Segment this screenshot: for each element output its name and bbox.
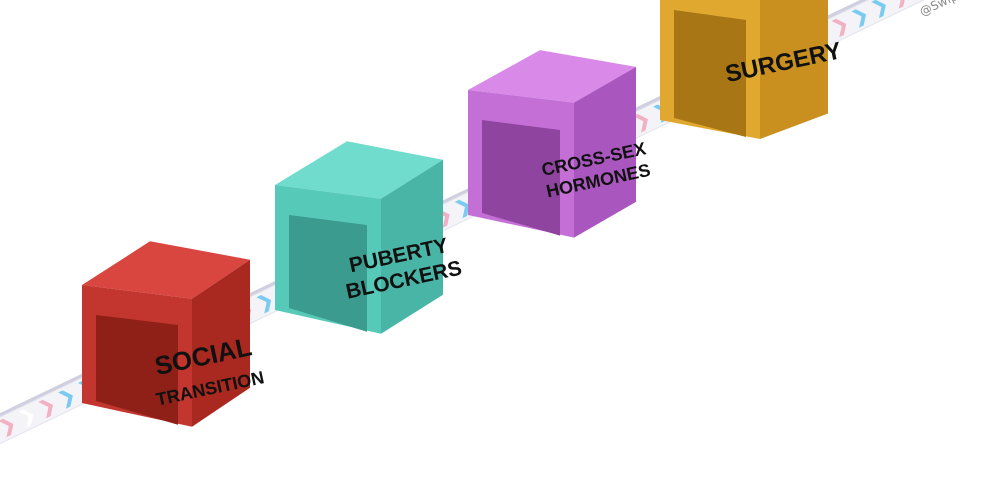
box-tunnel-opening	[289, 215, 367, 332]
belt-chevron	[454, 199, 470, 219]
belt-chevron	[0, 418, 14, 438]
belt-chevron	[871, 0, 886, 19]
box-side-face	[760, 0, 828, 139]
box-side-face	[574, 66, 636, 238]
station-box-puberty-blockers: PUBERTYBLOCKERS	[275, 141, 464, 334]
belt-chevron	[256, 295, 272, 314]
belt-chevron	[851, 9, 867, 28]
belt-chevron	[831, 18, 847, 38]
box-tunnel-opening	[674, 10, 746, 137]
box-tunnel-opening	[482, 120, 560, 236]
box-top-face	[468, 50, 636, 103]
watermark-handle: @Swip	[917, 0, 960, 19]
belt-chevron	[18, 409, 34, 428]
box-top-face	[275, 141, 443, 199]
belt-chevron	[898, 0, 905, 9]
belt-chevron	[58, 390, 73, 409]
box-side-face	[381, 159, 443, 334]
belt-chevron	[633, 114, 648, 133]
station-box-surgery: SURGERY	[660, 0, 844, 139]
box-top-face	[82, 241, 250, 299]
station-box-social-transition: SOCIALTRANSITION	[82, 241, 266, 427]
box-tunnel-opening	[96, 315, 178, 425]
box-side-face	[192, 259, 250, 427]
belt-chevron	[38, 399, 54, 419]
station-boxes: SOCIALTRANSITIONPUBERTYBLOCKERSCROSS-SEX…	[82, 0, 844, 427]
station-box-cross-sex-hormones: CROSS-SEXHORMONES	[468, 50, 652, 238]
belt-chevron	[434, 209, 450, 228]
